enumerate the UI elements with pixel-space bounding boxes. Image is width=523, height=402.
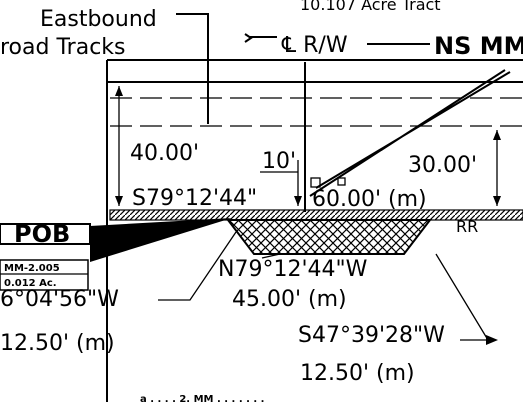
right-bearing-label: S47°39'28"W (298, 323, 445, 348)
row-label: ℄ R/W (281, 33, 348, 58)
footer-partial-text: a . . . . 2. MM . . . . . . . (140, 394, 264, 402)
top-bearing-label: S79°12'44" (132, 186, 257, 211)
ns-label: NS MM (434, 32, 523, 60)
track-leader-line (176, 13, 209, 124)
bottom-bearing-label: N79°12'44"W (218, 257, 368, 282)
right-arrow-tip (486, 335, 498, 345)
track-label-line2: road Tracks (0, 35, 126, 60)
easement-text: 10.107 Acre Tract (300, 0, 441, 14)
left-bearing-leader (158, 231, 237, 301)
pob-info-box (0, 259, 89, 291)
ns-marker-2 (337, 177, 346, 186)
small-offset-label: 10' (262, 149, 296, 174)
pob-line1: MM-2.005 (4, 263, 60, 274)
left-offset-label: 40.00' (130, 141, 199, 166)
left-bearing-label: 6°04'56"W (0, 287, 119, 312)
row-leader-line (244, 33, 277, 43)
ns-marker-1 (310, 177, 321, 188)
right-offset-dimension (493, 130, 501, 206)
left-offset-dimension (115, 86, 123, 206)
left-distance-label: 12.50' (m) (0, 331, 115, 356)
bottom-distance-label: 45.00' (m) (232, 287, 347, 312)
bottom-leader (261, 253, 281, 259)
pob-wedge (90, 218, 232, 262)
small-offset-dimension (260, 160, 302, 206)
taking-parcel (225, 219, 433, 255)
pob-line2: 0.012 Ac. (4, 278, 57, 289)
right-distance-label: 12.50' (m) (300, 361, 415, 386)
pob-label: POB (14, 220, 70, 248)
track-label-line1: Eastbound (40, 7, 157, 32)
right-offset-label: 30.00' (408, 153, 477, 178)
top-distance-label: 60.00' (m) (312, 187, 427, 212)
ns-mm-line (309, 69, 511, 197)
rr-label: RR (456, 217, 478, 236)
